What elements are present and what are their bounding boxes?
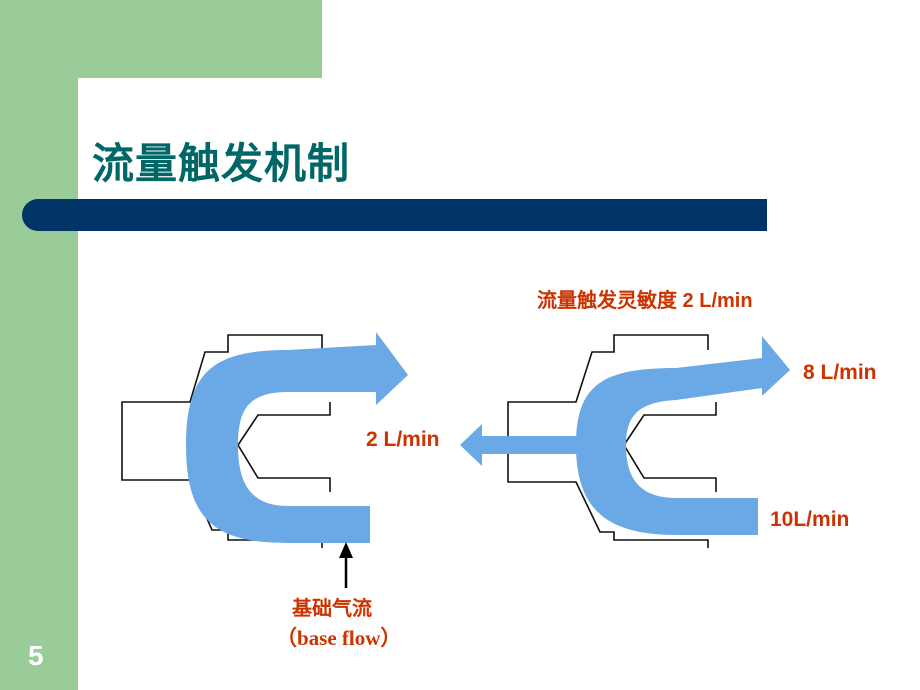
slide-title: 流量触发机制: [92, 139, 351, 188]
content-area-top: [108, 78, 920, 118]
page-number: 5: [28, 640, 44, 671]
base-flow-label-en: （base flow）: [276, 626, 402, 650]
right-flow-arrow: [576, 336, 790, 535]
inflow-label: 10L/min: [770, 508, 850, 531]
left-port-flow-label: 2 L/min: [366, 428, 440, 451]
title-underline-bar: [22, 199, 767, 231]
base-flow-pointer-arrow: [339, 542, 353, 588]
outflow-label: 8 L/min: [803, 361, 877, 384]
trigger-sensitivity-label: 流量触发灵敏度 2 L/min: [537, 290, 753, 312]
left-base-flow-arrow: [186, 332, 408, 543]
base-flow-label-cn: 基础气流: [292, 596, 372, 620]
frame-left-band: [0, 0, 78, 690]
leak-arrow: [460, 424, 580, 466]
